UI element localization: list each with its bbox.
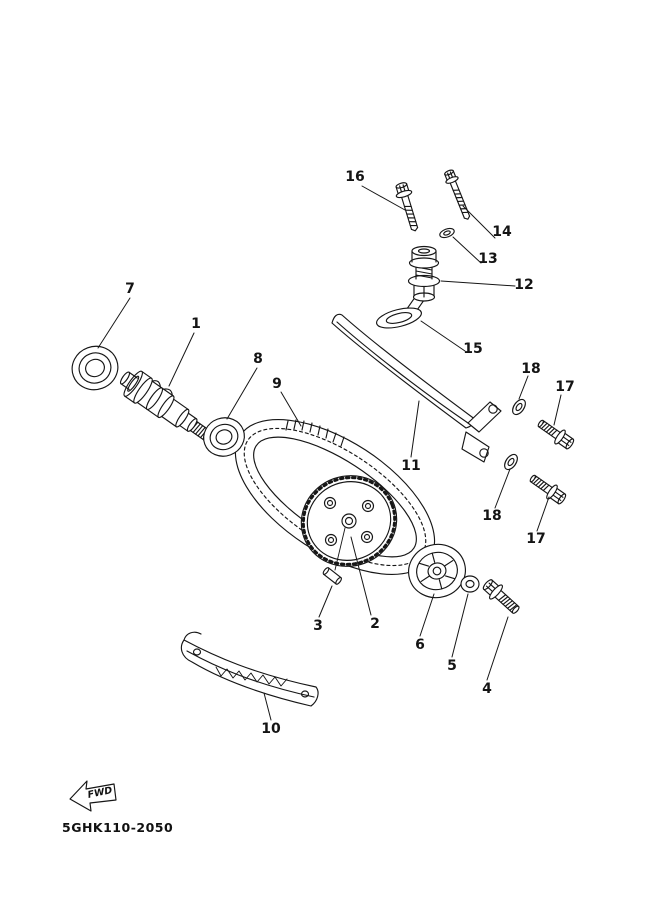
fwd-arrow-icon bbox=[69, 780, 117, 812]
callout-17b: 17 bbox=[526, 531, 546, 547]
washer-5-drawing bbox=[460, 575, 480, 593]
bolt-16-drawing bbox=[395, 182, 419, 232]
callout-9: 9 bbox=[272, 376, 282, 392]
diagram-code: 5GHK110-2050 bbox=[62, 820, 174, 835]
bearing-left-drawing bbox=[71, 345, 119, 391]
chain-link-ticks bbox=[285, 419, 345, 447]
callout-4: 4 bbox=[482, 681, 492, 697]
bolt-14-drawing bbox=[444, 169, 471, 220]
chain-tensioner-drawing bbox=[406, 245, 441, 315]
callout-10: 10 bbox=[261, 721, 281, 737]
callout-2: 2 bbox=[370, 616, 380, 632]
callout-16: 16 bbox=[345, 169, 365, 185]
callout-12: 12 bbox=[514, 277, 534, 293]
callout-15: 15 bbox=[463, 341, 483, 357]
camshaft-drawing bbox=[119, 370, 212, 441]
chain-guide-upper-drawing bbox=[331, 313, 502, 463]
bolt-17a-drawing bbox=[537, 419, 575, 450]
washer-18b-drawing bbox=[504, 453, 518, 471]
callout-1: 1 bbox=[191, 316, 201, 332]
chain-guide-lower-drawing bbox=[180, 631, 319, 707]
cam-sprocket-drawing bbox=[300, 475, 398, 571]
dowel-pin-drawing bbox=[322, 567, 342, 585]
callout-6: 6 bbox=[415, 637, 425, 653]
callout-18b: 18 bbox=[482, 508, 502, 524]
bolt-4-drawing bbox=[482, 579, 520, 614]
callout-13: 13 bbox=[478, 251, 498, 267]
callout-5: 5 bbox=[447, 658, 457, 674]
leader-lines bbox=[97, 185, 562, 721]
callout-8: 8 bbox=[253, 351, 263, 367]
callout-11: 11 bbox=[401, 458, 421, 474]
bolt-17b-drawing bbox=[529, 474, 567, 505]
callout-3: 3 bbox=[313, 618, 323, 634]
rotor-drawing bbox=[408, 543, 466, 599]
callout-14: 14 bbox=[492, 224, 512, 240]
bearing-right-drawing bbox=[203, 417, 245, 457]
gasket-drawing bbox=[376, 307, 422, 329]
washer-18a-drawing bbox=[512, 398, 526, 416]
callout-17a: 17 bbox=[555, 379, 575, 395]
callout-7: 7 bbox=[125, 281, 135, 297]
washer-13-drawing bbox=[439, 227, 455, 239]
callout-18a: 18 bbox=[521, 361, 541, 377]
